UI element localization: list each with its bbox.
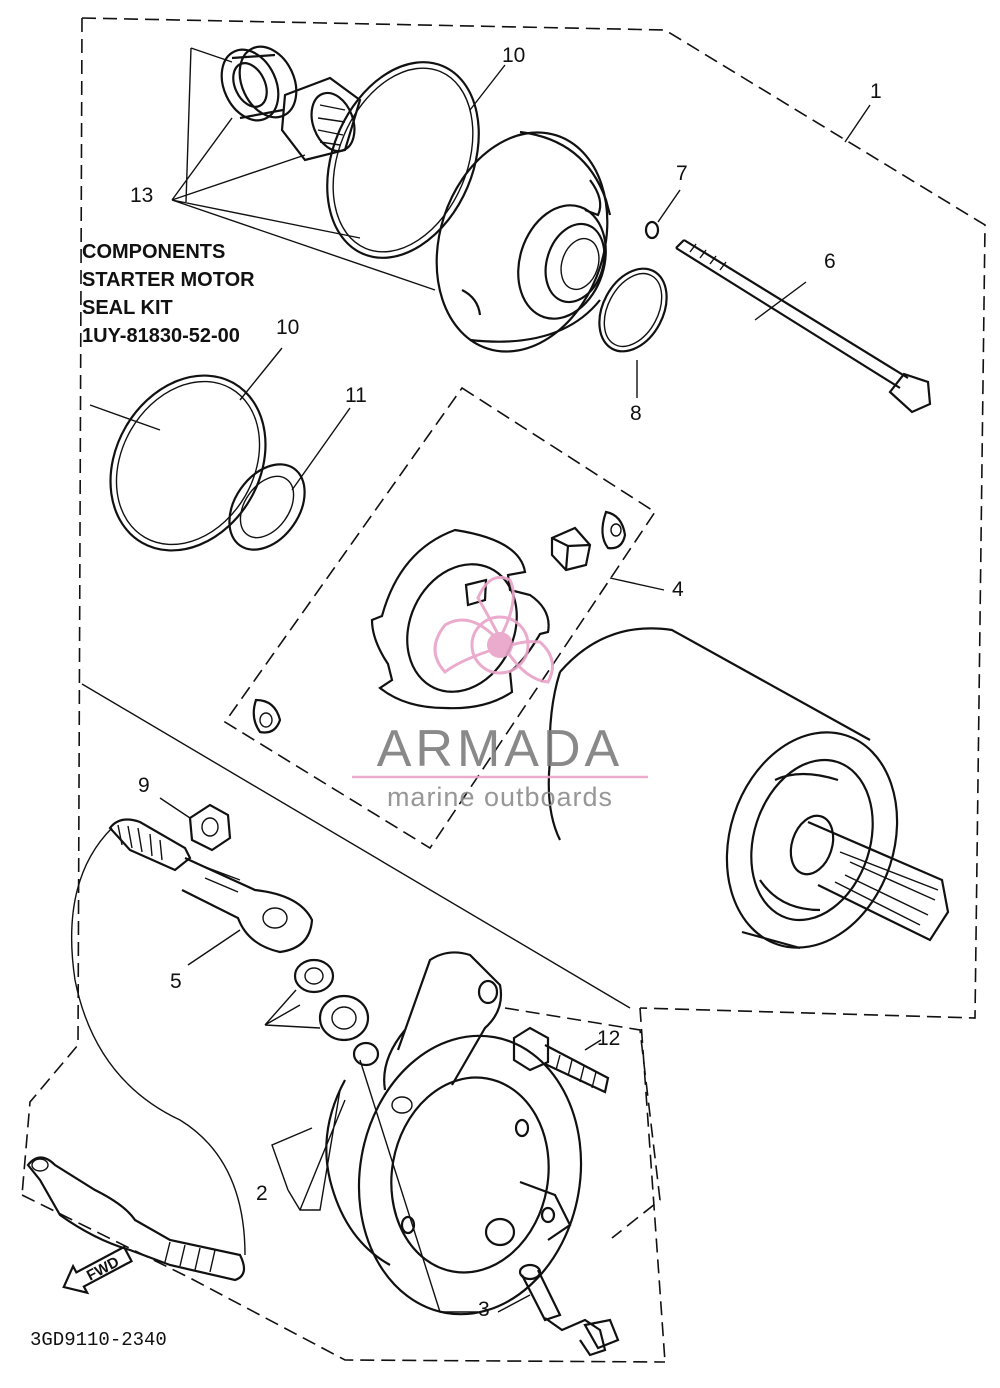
callout-7: 7 — [676, 162, 688, 185]
callout-1: 1 — [870, 80, 882, 103]
wire-harness — [26, 827, 246, 1282]
callout-5: 5 — [170, 970, 182, 993]
thrust-washer — [228, 463, 306, 551]
drawing-code: 3GD9110-2340 — [30, 1329, 167, 1351]
spring-bottom — [252, 698, 282, 734]
callout-3: 3 — [478, 1298, 490, 1321]
washer-c — [352, 1041, 380, 1067]
callout-10-left: 10 — [276, 316, 299, 339]
propeller-logo-icon — [433, 575, 554, 684]
kit-line-2: STARTER MOTOR — [82, 269, 255, 291]
needle-bearing — [280, 76, 362, 162]
callout-4: 4 — [672, 578, 684, 601]
kit-line-3: SEAL KIT — [82, 297, 173, 319]
o-ring-left — [109, 374, 267, 552]
callout-10-top: 10 — [502, 44, 525, 67]
callout-11: 11 — [345, 384, 367, 407]
nut-9 — [188, 803, 232, 852]
callout-9: 9 — [138, 774, 150, 797]
watermark-tagline: marine outboards — [387, 782, 613, 812]
armada-watermark: ARMADA marine outboards — [352, 575, 648, 812]
kit-line-4: 1UY-81830-52-00 — [82, 325, 240, 347]
watermark-brand: ARMADA — [377, 720, 623, 778]
through-bolt — [675, 239, 932, 414]
oil-seal — [220, 45, 298, 122]
brush-set-boundary — [223, 386, 657, 850]
terminal-bolt — [518, 1263, 620, 1357]
callout-8: 8 — [630, 402, 642, 425]
bolt-set-boundary — [504, 1007, 661, 1239]
front-cover — [435, 130, 612, 353]
motor-yoke — [547, 627, 950, 950]
callout-2: 2 — [256, 1182, 268, 1205]
lead-wire-terminal — [108, 818, 314, 954]
o-ring-top — [326, 61, 480, 259]
callouts: 1 2 3 4 5 6 7 8 9 10 10 11 12 13 — [130, 44, 882, 1321]
assembly-boundary — [21, 17, 986, 1363]
callout-12: 12 — [597, 1027, 620, 1050]
washer-b — [318, 994, 370, 1042]
spring-top — [601, 510, 627, 550]
washer-7 — [644, 220, 660, 240]
fwd-arrow-icon: FWD — [62, 1245, 134, 1295]
callout-13: 13 — [130, 184, 153, 207]
rear-cover — [325, 951, 583, 1316]
kit-line-1: COMPONENTS — [82, 241, 225, 263]
leader-lines — [81, 47, 871, 1313]
callout-6: 6 — [824, 250, 836, 273]
bolt-12 — [512, 1026, 610, 1094]
seal-kit-label: COMPONENTS STARTER MOTOR SEAL KIT 1UY-81… — [82, 241, 255, 347]
o-ring-8 — [598, 267, 668, 353]
brush-top — [550, 526, 592, 572]
washer-a — [293, 958, 335, 994]
